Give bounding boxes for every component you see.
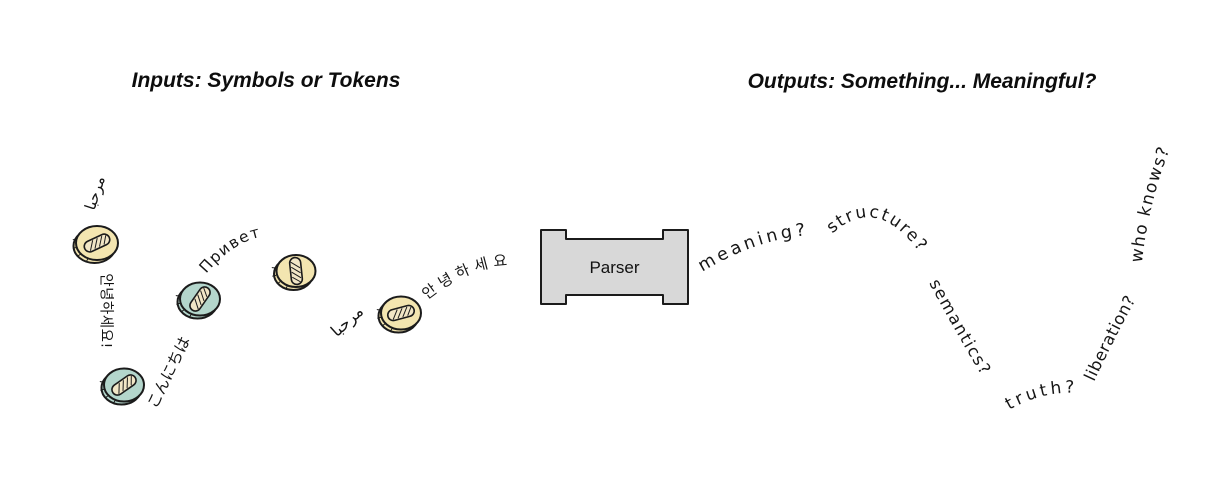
output-word-semantics: semantics?: [925, 276, 993, 379]
coin-slot: [288, 256, 304, 286]
svg-text:structure?: structure?: [823, 202, 932, 256]
svg-text:Привет: Привет: [196, 223, 263, 277]
token-coin-yellow-2: [271, 254, 317, 291]
token-coin-yellow-3: [376, 295, 422, 334]
svg-text:liberation?: liberation?: [1080, 292, 1139, 384]
token-text-russian: Привет: [196, 223, 261, 277]
inputs-title: Inputs: Symbols or Tokens: [131, 69, 401, 92]
token-coin-yellow-1: [72, 225, 119, 264]
svg-text:meaning?: meaning?: [695, 220, 810, 276]
token-coin-teal-1: [175, 281, 221, 320]
output-word-liberation: liberation?: [1080, 292, 1139, 384]
parser-box: [540, 229, 689, 305]
output-word-meaning: meaning?: [695, 220, 806, 276]
svg-text:who knows?: who knows?: [1127, 143, 1175, 264]
output-word-structure: structure?: [823, 202, 930, 256]
parser-label: Parser: [589, 258, 639, 277]
parser-node: Parser: [540, 229, 689, 305]
svg-text:semantics?: semantics?: [925, 276, 995, 379]
svg-text:truth?: truth?: [1002, 378, 1078, 415]
token-coin-teal-2: [99, 367, 145, 406]
outputs-title: Outputs: Something... Meaningful?: [747, 70, 1097, 93]
output-word-who-knows: who knows?: [1127, 143, 1173, 264]
output-word-truth: truth?: [1002, 378, 1074, 415]
token-text-korean-arc: 안녕하세요: [419, 251, 508, 303]
svg-text:안녕하세요: 안녕하세요: [419, 251, 513, 303]
